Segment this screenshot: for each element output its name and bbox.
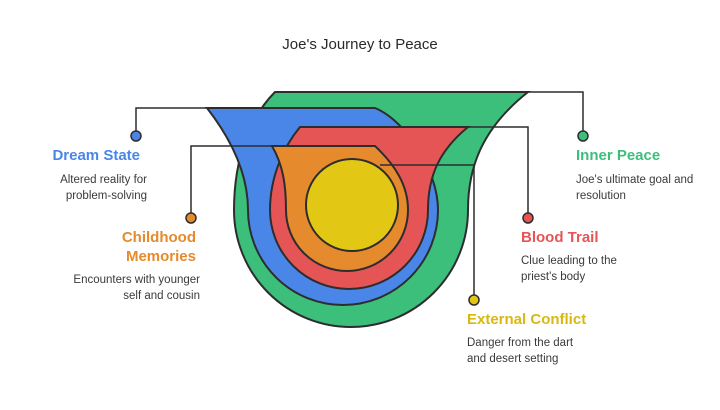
blood-trail-title: Blood Trail xyxy=(521,229,599,246)
external-conflict-core xyxy=(305,158,399,252)
diagram-title: Joe's Journey to Peace xyxy=(282,36,438,53)
inner-peace-dot xyxy=(577,130,589,142)
childhood-memories-description: Encounters with younger self and cousin xyxy=(73,274,200,302)
inner-peace-title: Inner Peace xyxy=(576,147,661,164)
childhood-memories-dot xyxy=(185,212,197,224)
dream-state-description: Altered reality for problem-solving xyxy=(60,174,147,202)
external-conflict-description: Danger from the dart and desert setting xyxy=(467,337,574,365)
blood-trail-description: Clue leading to the priest's body xyxy=(521,255,617,283)
dream-state-connector xyxy=(135,107,207,136)
dream-state-title: Dream State xyxy=(52,147,140,164)
inner-peace-description: Joe's ultimate goal and resolution xyxy=(576,174,694,202)
dream-state-dot xyxy=(130,130,142,142)
external-conflict-title: External Conflict xyxy=(467,311,587,328)
blood-trail-dot xyxy=(522,212,534,224)
childhood-memories-title: Childhood Memories xyxy=(121,229,196,265)
inner-peace-connector xyxy=(528,91,584,136)
external-conflict-connector xyxy=(380,164,475,300)
childhood-memories-connector xyxy=(190,145,272,218)
blood-trail-connector xyxy=(468,126,529,218)
external-conflict-dot xyxy=(468,294,480,306)
